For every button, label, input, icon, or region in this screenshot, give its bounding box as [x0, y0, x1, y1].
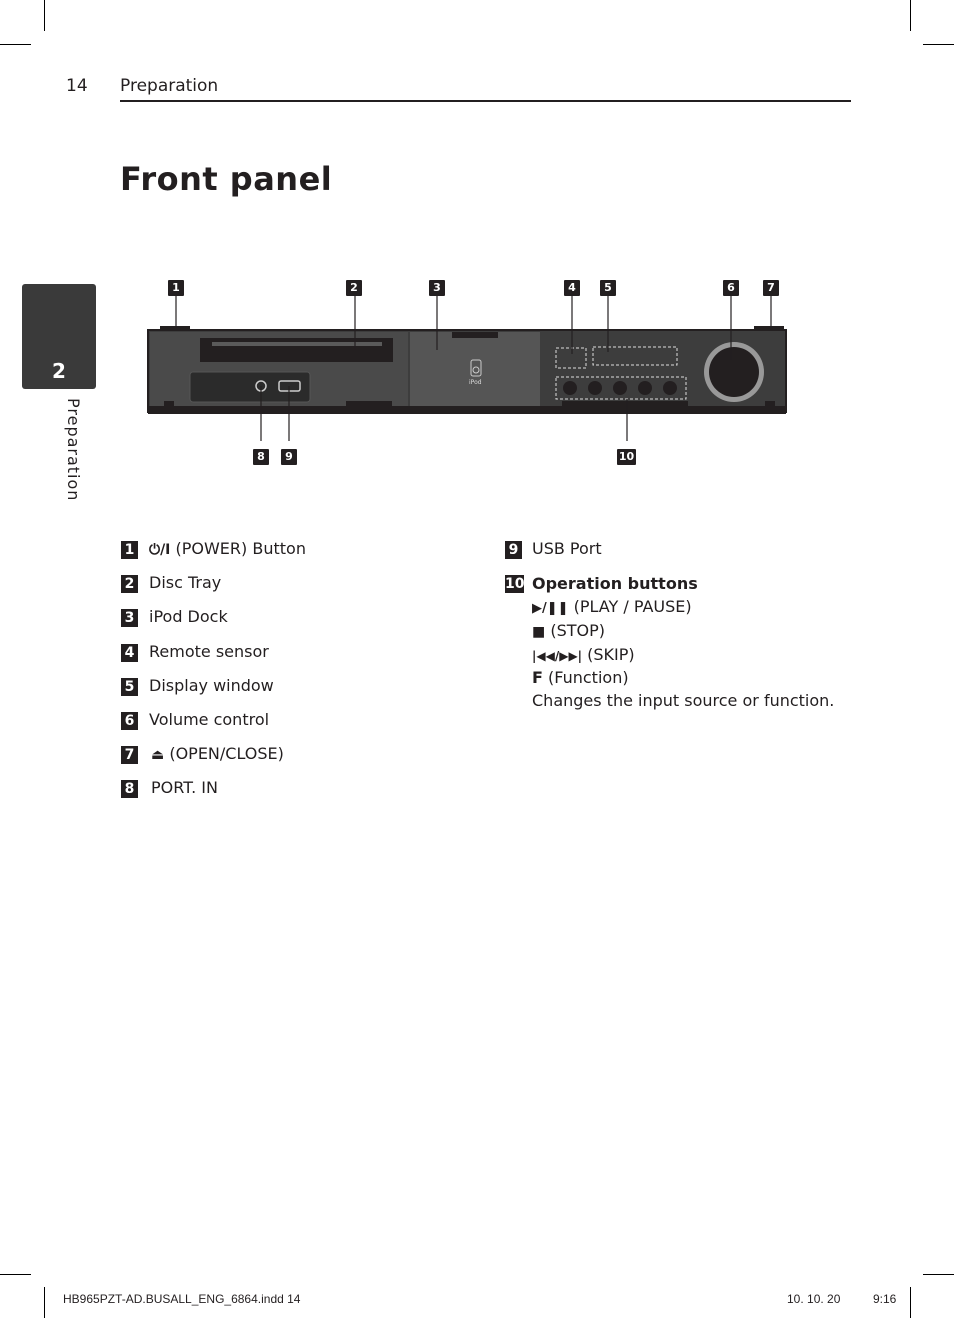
legend-number: 1: [121, 541, 138, 559]
legend-item-operation-buttons: Operation buttons ▶/❚❚ (PLAY / PAUSE) ■ …: [532, 573, 834, 712]
legend-number: 5: [121, 678, 138, 696]
callout-9: 9: [281, 449, 297, 465]
skip-icon: |◀◀/▶▶|: [532, 648, 583, 663]
callout-10: 10: [617, 449, 636, 465]
volume-knob: [709, 347, 759, 397]
legend-item-ipod-dock: iPod Dock: [149, 607, 228, 626]
op-button: [663, 381, 677, 395]
remote-sensor-outline: [555, 347, 587, 369]
crop-mark: [923, 44, 954, 45]
crop-mark: [0, 44, 31, 45]
legend-item-volume-control: Volume control: [149, 710, 270, 729]
header-rule: [120, 100, 851, 102]
crop-mark: [910, 0, 911, 31]
op-button: [563, 381, 577, 395]
display-window-outline: [592, 346, 678, 366]
legend-number: 2: [121, 575, 138, 593]
chapter-label: Preparation: [64, 398, 83, 502]
legend-sublabel: (Function): [548, 668, 629, 687]
ipod-label: iPod: [469, 379, 482, 386]
chapter-tab: 2: [22, 284, 96, 389]
callout-4: 4: [564, 280, 580, 296]
footer-date: 10. 10. 20: [787, 1292, 841, 1306]
chapter-number: 2: [52, 359, 66, 383]
legend-number: 10: [505, 575, 525, 593]
legend-item-power: ⏻/I (POWER) Button: [149, 539, 306, 558]
legend-number: 8: [121, 780, 138, 798]
legend-sublabel: (PLAY / PAUSE): [573, 596, 692, 616]
legend-sublabel: (SKIP): [587, 644, 635, 664]
play-pause-icon: ▶/❚❚: [532, 600, 569, 616]
legend-sublabel: (STOP): [550, 621, 605, 640]
callout-2: 2: [346, 280, 362, 296]
legend-number: 7: [121, 746, 138, 764]
ipod-dock-shape: [410, 332, 540, 406]
operation-buttons-outline: [555, 376, 687, 400]
disc-tray-shape: [200, 338, 393, 362]
legend-number: 3: [121, 609, 138, 627]
op-button: [638, 381, 652, 395]
legend-item-port-in: PORT. IN: [151, 778, 218, 797]
port-panel: [189, 371, 311, 403]
callout-7: 7: [763, 280, 779, 296]
crop-mark: [0, 1274, 31, 1275]
footer-filename: HB965PZT-AD.BUSALL_ENG_6864.indd 14: [63, 1292, 301, 1306]
front-panel-diagram: iPod: [147, 296, 787, 441]
page-number: 14: [66, 76, 88, 96]
callout-6: 6: [723, 280, 739, 296]
legend-number: 6: [121, 712, 138, 730]
crop-mark: [923, 1274, 954, 1275]
callout-1: 1: [168, 280, 184, 296]
crop-mark: [44, 1287, 45, 1318]
footer-time: 9:16: [873, 1292, 897, 1306]
running-header: Preparation: [120, 76, 219, 96]
stop-icon: ■: [532, 624, 546, 640]
legend-number: 4: [121, 644, 138, 662]
legend-item-disc-tray: Disc Tray: [149, 573, 222, 592]
eject-icon: ⏏: [151, 747, 165, 763]
page-title: Front panel: [120, 160, 333, 198]
power-icon: ⏻/I: [149, 542, 171, 558]
legend-label: (POWER) Button: [175, 539, 306, 558]
op-button: [613, 381, 627, 395]
legend-heading: Operation buttons: [532, 574, 698, 593]
unit-base: [148, 406, 786, 414]
callout-3: 3: [429, 280, 445, 296]
callout-5: 5: [600, 280, 616, 296]
legend-label: (OPEN/CLOSE): [169, 744, 284, 763]
callout-8: 8: [253, 449, 269, 465]
function-icon: F: [532, 668, 543, 687]
op-button: [588, 381, 602, 395]
legend-item-usb-port: USB Port: [532, 539, 602, 558]
crop-mark: [910, 1287, 911, 1318]
legend-number: 9: [505, 541, 522, 559]
legend-description: Changes the input source or function.: [532, 690, 835, 710]
crop-mark: [44, 0, 45, 31]
legend-item-open-close: ⏏ (OPEN/CLOSE): [151, 744, 284, 763]
legend-item-display-window: Display window: [149, 676, 274, 695]
legend-item-remote-sensor: Remote sensor: [149, 642, 269, 661]
